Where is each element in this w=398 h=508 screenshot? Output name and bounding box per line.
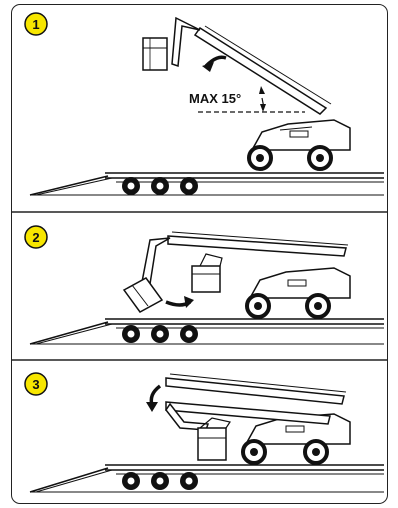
angle-label: MAX 15° [189,91,241,106]
step-number: 3 [32,377,39,392]
panel-2: 2 [25,226,384,344]
step-badge-2: 2 [25,226,47,248]
step-badge-1: 1 [25,13,47,35]
lift-wheel [309,147,331,169]
panel-1: 1 [25,13,384,195]
step-number: 2 [32,230,39,245]
trailer [30,173,384,195]
lift-wheel [247,295,269,317]
trailer-wheel [180,177,198,195]
lift-wheel [249,147,271,169]
trailer-wheel [151,177,169,195]
step-badge-3: 3 [25,373,47,395]
boom-lift [124,232,350,317]
boom-lift [143,18,350,169]
trailer [30,465,384,492]
step-number: 1 [32,17,39,32]
trailer-wheel [180,325,198,343]
trailer-wheel [122,325,140,343]
trailer-wheel [180,472,198,490]
trailer-wheel [122,177,140,195]
trailer-wheel [122,472,140,490]
lift-wheel [243,441,265,463]
lift-wheel [307,295,329,317]
boom-lift [146,374,350,463]
panel-3: 3 [25,373,384,492]
lift-wheel [305,441,327,463]
trailer-wheel [151,472,169,490]
trailer [30,319,384,344]
trailer-wheel [151,325,169,343]
